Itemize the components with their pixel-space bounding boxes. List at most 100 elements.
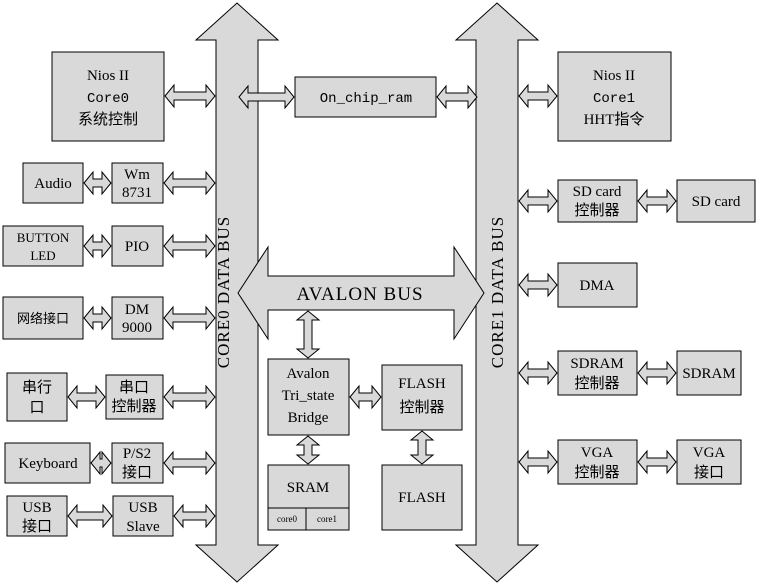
vga-interface-block: VGA 接口 [676,439,742,485]
nios-core1-block: Nios II Core1 HHT指令 [557,51,672,142]
vga-line1: VGA [693,445,726,461]
nios1-line2: Core1 [593,91,635,107]
uart-line1: 串口 [119,379,149,396]
sram-block: SRAM core0 core1 [267,464,350,531]
nios0-bus-arrow [164,83,216,109]
bridge-line2: Tri_state [282,388,335,404]
flashctl-line2: 控制器 [399,399,444,416]
usbslave-line1: USB [128,500,157,516]
usb-line2: 接口 [22,518,52,535]
pio-bus-arrow [163,233,216,259]
serial-line2: 口 [29,400,44,416]
wm8731-block: Wm 8731 [111,162,164,204]
bus1-vgactl-arrow [518,449,558,475]
sram-core1-label: core1 [317,514,337,524]
usbslave-bus-arrow [173,503,216,529]
core0-bus-label: CORE0 DATA BUS [214,216,233,368]
uart-line2: 控制器 [111,398,156,415]
net-dm-arrow [83,305,112,331]
sdram-label: SDRAM [682,366,735,382]
sram-core0-label: core0 [277,514,297,524]
nios1-line1: Nios II [593,68,635,84]
serial-uart-arrow [67,384,106,410]
serial-line1: 串行 [22,379,52,396]
bridge-sram-arrow [295,435,321,465]
bus1-nios1-arrow [518,83,558,109]
sdctl-line1: SD card [573,184,622,200]
flash-label: FLASH [398,490,446,506]
core0-data-bus: CORE0 DATA BUS [194,2,280,583]
uart-controller-block: 串口 控制器 [105,374,164,420]
usb-interface-block: USB 接口 [6,495,68,537]
sd-card-block: SD card [676,179,756,223]
flashctl-flash-arrow [409,430,435,465]
pio-label: PIO [125,239,149,255]
avalon-tristate-bridge-block: Avalon Tri_state Bridge [267,358,350,436]
vgactl-line1: VGA [581,445,614,461]
vga-controller-block: VGA 控制器 [557,439,638,485]
sdctl-sd-arrow [637,188,677,214]
pio-block: PIO [111,225,164,267]
connection-arrows [67,83,677,529]
button-line2: LED [30,248,55,263]
flash-controller-block: FLASH 控制器 [381,364,463,431]
serial-port-block: 串行 口 [6,372,68,422]
bus0-onchip-arrow [238,84,295,110]
sd-card-controller-block: SD card 控制器 [557,179,638,223]
bridge-line1: Avalon [286,366,330,382]
dma-block: DMA [557,262,638,308]
flashctl-line1: FLASH [398,376,446,392]
sdramctl-line1: SDRAM [570,356,623,372]
ps2-line1: P/S2 [123,446,151,462]
onchip-label: On_chip_ram [320,91,412,107]
avalon-bus-label: AVALON BUS [296,284,423,305]
ps2-bus-arrow [163,450,216,476]
core1-bus-label: CORE1 DATA BUS [488,216,507,368]
button-led-block: BUTTON LED [2,225,84,267]
audio-label: Audio [34,176,72,192]
wm-line2: 8731 [122,185,152,201]
flash-block: FLASH [381,464,463,531]
network-interface-block: 网络接口 [2,296,84,340]
bus1-sdctl-arrow [518,188,558,214]
button-pio-arrow [83,233,112,259]
on-chip-ram-block: On_chip_ram [294,76,437,118]
dma-label: DMA [579,278,614,294]
bridge-flashctl-arrow [349,384,382,410]
onchip-bus1-arrow [436,84,478,110]
sdram-block: SDRAM [676,350,742,396]
bus1-dma-arrow [518,272,558,298]
nios1-line3: HHT指令 [584,111,645,128]
dm-line2: 9000 [122,320,152,336]
nios0-line1: Nios II [87,68,129,84]
uart-bus-arrow [163,384,216,410]
net-label: 网络接口 [17,311,69,326]
wm-line1: Wm [124,167,150,183]
wm-bus-arrow [163,170,216,196]
sd-label: SD card [692,194,741,210]
dm9000-block: DM 9000 [111,296,164,340]
vgactl-vga-arrow [637,449,677,475]
dm-line1: DM [125,302,149,318]
usb-slave-block: USB Slave [112,495,174,537]
button-line1: BUTTON [17,230,70,245]
ps2-interface-block: P/S2 接口 [111,442,164,484]
vga-line2: 接口 [694,464,724,481]
sram-label: SRAM [287,480,330,496]
sdramctl-line2: 控制器 [574,375,619,392]
nios-core0-block: Nios II Core0 系统控制 [51,51,165,142]
sdctl-line2: 控制器 [574,202,619,219]
keyboard-ps2-arrow [90,450,112,476]
avalon-bridge-arrow [295,310,321,359]
sdramctl-sdram-arrow [637,360,677,386]
core1-data-bus: CORE1 DATA BUS [454,2,540,583]
vgactl-line2: 控制器 [574,464,619,481]
dm-bus-arrow [163,305,216,331]
avalon-bus: AVALON BUS [237,245,485,341]
bus1-sdramctl-arrow [518,360,558,386]
usb-slave-arrow [67,503,113,529]
sdram-controller-block: SDRAM 控制器 [557,350,638,396]
audio-block: Audio [22,162,84,204]
nios0-line3: 系统控制 [78,111,138,128]
